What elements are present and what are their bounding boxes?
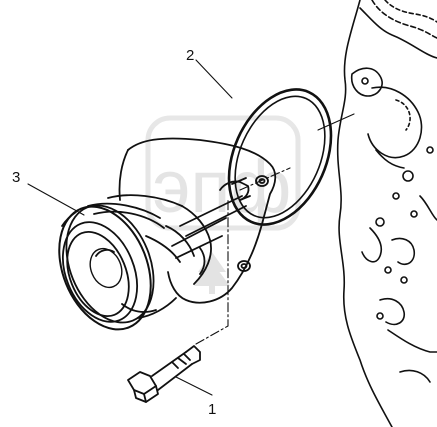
assembly-centerline: [195, 199, 229, 345]
callout-1: 1: [208, 401, 216, 418]
o-ring-gasket: [227, 88, 333, 226]
leader-line-1: [175, 376, 213, 396]
engine-block-section: [336, 0, 437, 427]
watermark-tree-icon: [194, 252, 230, 294]
water-pump-housing: [58, 137, 277, 331]
axis-centerline: [239, 167, 291, 191]
leader-lines: [27, 59, 355, 396]
leader-line-2: [195, 59, 233, 99]
leader-line-2-to-block: [317, 113, 355, 131]
callout-3: 3: [12, 169, 20, 186]
leader-line-3: [27, 183, 85, 216]
hex-bolt: [127, 345, 201, 403]
callout-2: 2: [186, 47, 194, 64]
watermark-logo: эпф: [145, 115, 301, 294]
